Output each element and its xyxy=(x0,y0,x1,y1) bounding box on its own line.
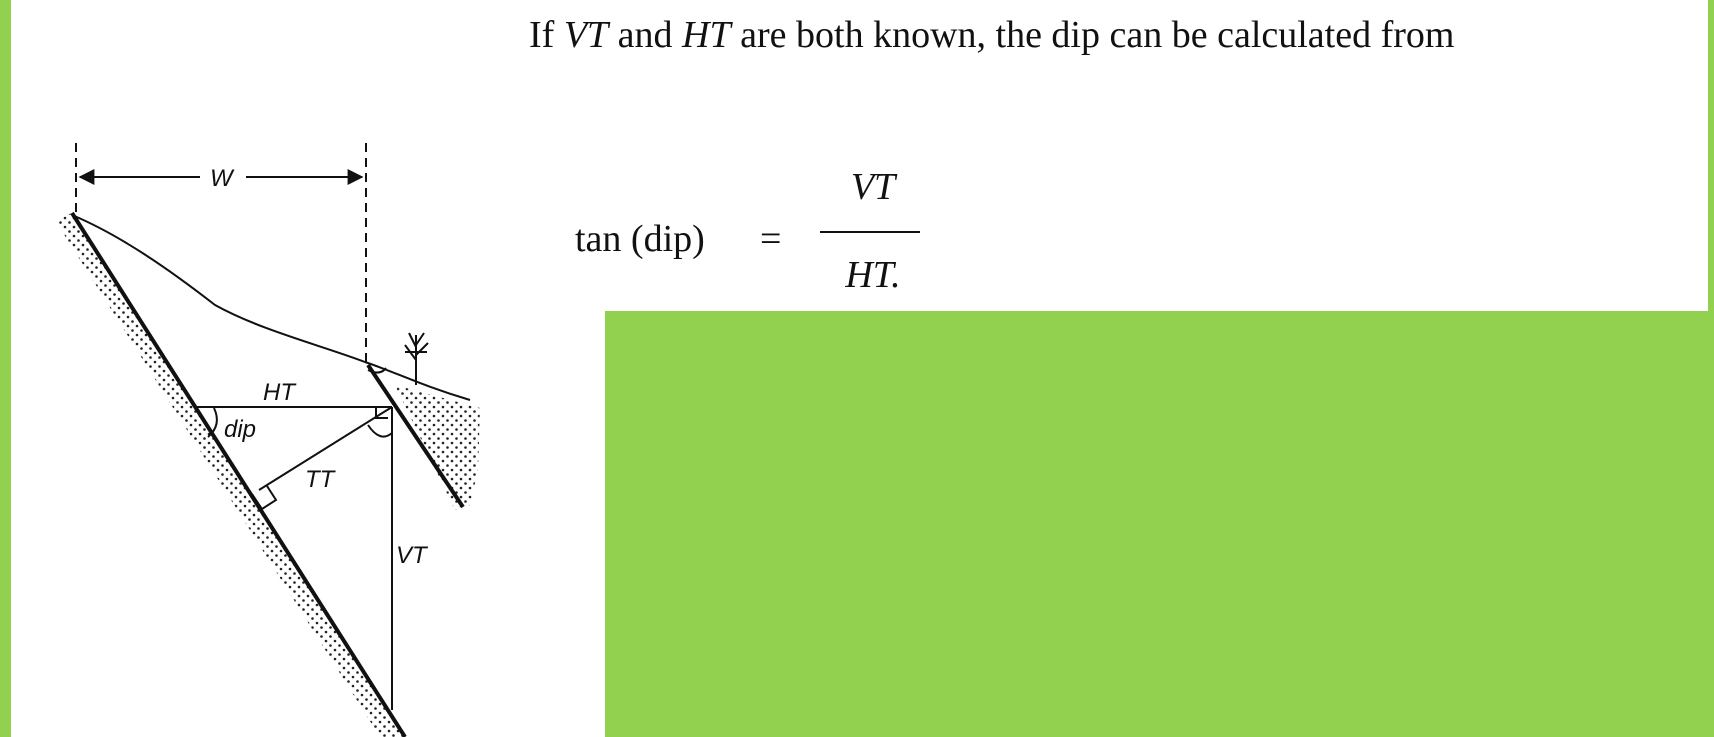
dip-label: dip xyxy=(224,416,256,443)
equation-lhs: tan (dip) xyxy=(575,218,705,260)
upper-bed-stipple xyxy=(395,385,480,510)
tree-icon xyxy=(404,332,429,385)
ht-label: HT xyxy=(263,379,297,406)
true-thickness-line xyxy=(258,406,393,491)
ht-term: HT xyxy=(682,14,731,56)
explanation-paragraph: If VT and HT are both known, the dip can… xyxy=(529,14,1455,56)
lower-contact-line xyxy=(70,211,407,737)
equals-sign: = xyxy=(760,218,782,260)
fraction-numerator: VT xyxy=(850,166,896,208)
ground-surface-line xyxy=(71,214,471,401)
right-angle-marker-tt xyxy=(251,485,278,511)
fraction-denominator: HT. xyxy=(845,254,901,296)
vt-term: VT xyxy=(563,14,609,56)
upper-contact-line xyxy=(366,363,465,509)
vt-label: VT xyxy=(396,542,429,569)
dip-geometry-diagram: W HT dip TT VT xyxy=(55,143,480,737)
dip-angle-arc xyxy=(207,407,218,438)
angle-arc-vertical xyxy=(367,424,393,438)
angle-arc-contact xyxy=(367,367,387,374)
lower-bed-stipple xyxy=(55,213,405,737)
tt-label: TT xyxy=(305,466,337,493)
green-overlay-block xyxy=(605,311,1714,737)
right-angle-marker-top xyxy=(375,408,388,419)
dip-equation: tan (dip) = VT HT. xyxy=(575,165,935,315)
fraction-bar xyxy=(820,231,920,233)
width-label: W xyxy=(210,165,235,192)
